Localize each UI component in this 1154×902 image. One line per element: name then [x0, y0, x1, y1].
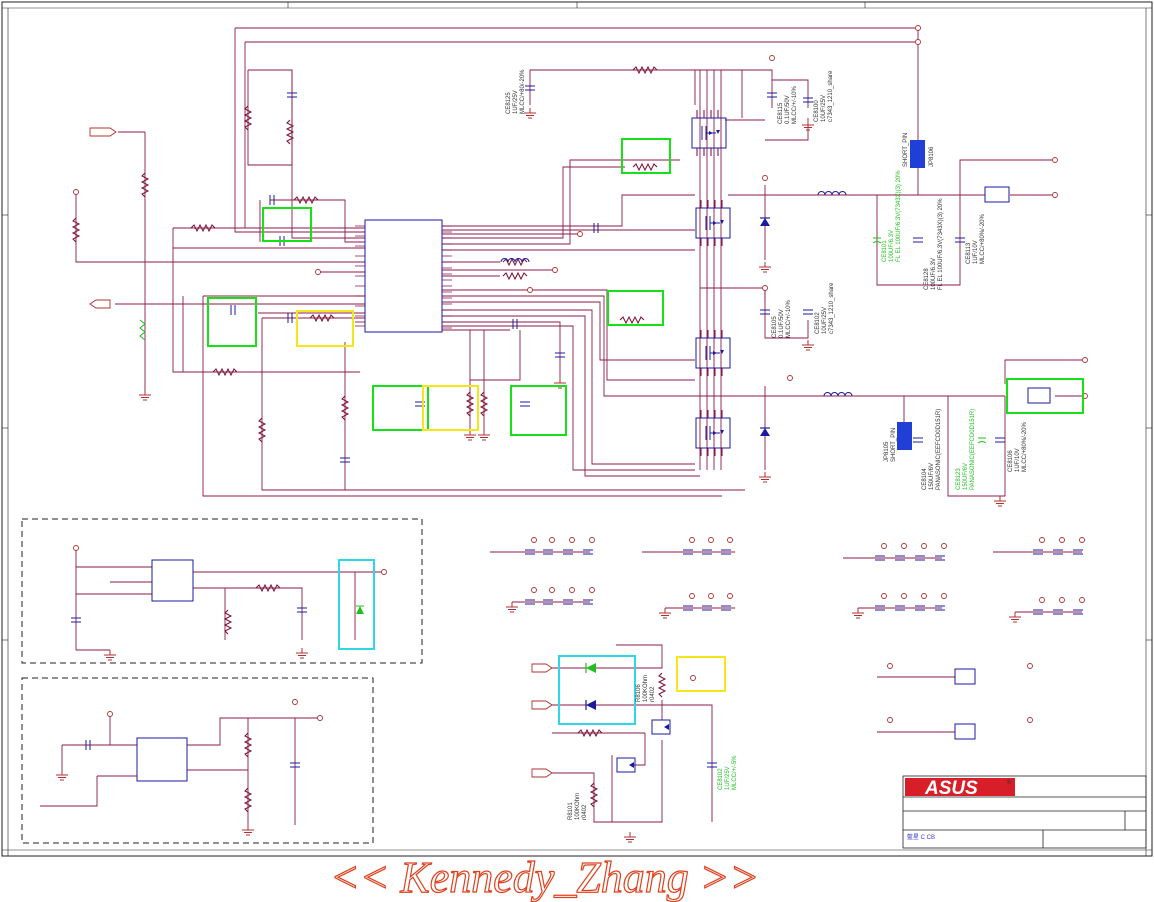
svg-text:CE8128: CE8128 — [924, 268, 930, 290]
svg-text:CE8102: CE8102 — [718, 768, 724, 790]
svg-text:MLCC/+80/-20%: MLCC/+80/-20% — [520, 69, 526, 114]
svg-text:SHORT_PIN: SHORT_PIN — [891, 428, 897, 462]
svg-text:CE8101: CE8101 — [882, 240, 888, 262]
label-ce8101: CE8101 100UF/6.3V FL EL 100UF/6.3V(7343X… — [882, 170, 902, 262]
svg-text:R8106: R8106 — [636, 684, 642, 702]
asus-logo: ASUS ® — [905, 778, 1015, 799]
label-ce8123: CE8123 150UF/6V PANASONIC(EEFCD0D151R) — [956, 409, 976, 490]
label-r8106: R8106 100KOhm r0402 — [636, 675, 656, 702]
ground-symbols — [138, 107, 1007, 507]
svg-text:150UF/6V: 150UF/6V — [963, 463, 969, 490]
svg-text:1UF/25V: 1UF/25V — [513, 90, 519, 114]
svg-text:MLCC/+/-10%: MLCC/+/-10% — [792, 85, 798, 124]
svg-text:CE8106: CE8106 — [1008, 450, 1014, 472]
label-ce8113: CE8113 1UF/10V MLCC/+80%/-20% — [966, 213, 986, 264]
svg-text:FL EL 100UF/6.3V(7343X)(3) 20%: FL EL 100UF/6.3V(7343X)(3) 20% — [896, 170, 902, 262]
subcircuit-block-2 — [21, 677, 374, 844]
svg-text:CE8100: CE8100 — [814, 100, 820, 122]
decoupling-caps — [524, 549, 1084, 615]
svg-text:1UF/10V: 1UF/10V — [1015, 448, 1021, 472]
svg-text:®: ® — [1007, 779, 1012, 786]
sheet-border — [1, 1, 1153, 857]
jumper-pins — [897, 140, 925, 450]
title-block: ASUS ® 藍星 C CB — [902, 775, 1147, 849]
label-jp8105: JP8105 SHORT_PIN — [884, 428, 897, 462]
svg-text:10UF/25V: 10UF/25V — [821, 95, 827, 122]
svg-text:r0402: r0402 — [650, 686, 656, 702]
svg-text:R8101: R8101 — [568, 802, 574, 820]
label-ce8102: CE8102 10UF/25V c7343_1210_share — [815, 282, 835, 334]
decoupling-terminals — [505, 537, 1085, 723]
svg-text:100KOhm: 100KOhm — [643, 675, 649, 702]
label-ce8115: CE8115 0.1UF/50V MLCC/+/-10% — [778, 85, 798, 124]
svg-text:SHORT_PIN: SHORT_PIN — [903, 133, 909, 167]
svg-text:CE8125: CE8125 — [506, 92, 512, 114]
subcircuit-block-1 — [21, 518, 423, 664]
port-arrows — [89, 127, 553, 778]
svg-text:100UF/6.3V: 100UF/6.3V — [889, 230, 895, 262]
svg-text:JP8105: JP8105 — [884, 441, 890, 462]
svg-text:MLCC/+80%/-20%: MLCC/+80%/-20% — [1022, 421, 1028, 472]
label-jp8106-top: SHORT_PIN JP8106 — [903, 133, 935, 167]
svg-text:CE8123: CE8123 — [956, 468, 962, 490]
svg-text:CE8104: CE8104 — [922, 468, 928, 490]
svg-text:r0402: r0402 — [582, 804, 588, 820]
gate-control-circuit: R8106 100KOhm r0402 R8101 100KOhm r0402 … — [552, 644, 738, 843]
svg-text:JP8106: JP8106 — [929, 146, 935, 167]
watermark: << Kennedy_Zhang >> — [330, 853, 759, 902]
svg-text:10UF/25V: 10UF/25V — [822, 307, 828, 334]
title-block-footer: 藍星 C CB — [907, 833, 935, 841]
svg-text:CE8105: CE8105 — [772, 316, 778, 338]
label-ce8106: CE8106 1UF/10V MLCC/+80%/-20% — [1008, 421, 1028, 472]
controller-ic — [355, 219, 452, 333]
svg-text:CE8113: CE8113 — [966, 242, 972, 264]
svg-text:1UF/10V: 1UF/10V — [973, 240, 979, 264]
label-r8101: R8101 100KOhm r0402 — [568, 793, 588, 820]
mosfet-bus — [699, 70, 722, 470]
label-ce8105: CE8105 0.1UF/50V MLCC/+/-10% — [772, 299, 792, 338]
svg-text:100UF/6.3V: 100UF/6.3V — [931, 258, 937, 290]
output-resistor-boxes — [984, 186, 1051, 404]
highlight-boxes — [207, 138, 1084, 436]
svg-text:1UF/25V: 1UF/25V — [725, 766, 731, 790]
svg-text:PANASONIC(EEFCD0D151R): PANASONIC(EEFCD0D151R) — [970, 409, 976, 490]
svg-text:CE8102: CE8102 — [815, 312, 821, 334]
svg-text:MLCC/+/-5%: MLCC/+/-5% — [732, 755, 738, 790]
test-points — [73, 25, 1088, 399]
label-ce8102b: CE8102 1UF/25V MLCC/+/-5% — [718, 755, 738, 790]
decoupling-rows — [490, 551, 1082, 733]
svg-text:MLCC/+80%/-20%: MLCC/+80%/-20% — [980, 213, 986, 264]
label-ce8128: CE8128 100UF/6.3V FL EL 100UF/6.3V(7343X… — [924, 198, 944, 290]
label-ce8104: CE8104 150UF/6V PANASONIC(EEFCD0D151R) — [922, 409, 942, 490]
svg-text:c7343_1210_share: c7343_1210_share — [828, 70, 834, 122]
inductors — [500, 191, 853, 397]
mosfets — [691, 109, 731, 457]
label-ce8125: CE8125 1UF/25V MLCC/+80/-20% — [506, 69, 526, 114]
svg-text:CE8115: CE8115 — [778, 102, 784, 124]
svg-text:PANASONIC(EEFCD0D151R): PANASONIC(EEFCD0D151R) — [936, 409, 942, 490]
svg-text:0.1UF/50V: 0.1UF/50V — [779, 309, 785, 338]
ferrite-boxes — [954, 668, 976, 740]
svg-text:0.1UF/50V: 0.1UF/50V — [785, 95, 791, 124]
svg-text:c7343_1210_share: c7343_1210_share — [829, 282, 835, 334]
label-ce8100: CE8100 10UF/25V c7343_1210_share — [814, 70, 834, 122]
svg-text:150UF/6V: 150UF/6V — [929, 463, 935, 490]
svg-text:100KOhm: 100KOhm — [575, 793, 581, 820]
svg-text:FL EL 100UF/6.3V(7343X)(3) 20%: FL EL 100UF/6.3V(7343X)(3) 20% — [938, 198, 944, 290]
capacitors — [230, 85, 1006, 463]
polarized-capacitors — [872, 237, 987, 444]
svg-text:ASUS: ASUS — [924, 778, 978, 799]
svg-text:MLCC/+/-10%: MLCC/+/-10% — [786, 299, 792, 338]
